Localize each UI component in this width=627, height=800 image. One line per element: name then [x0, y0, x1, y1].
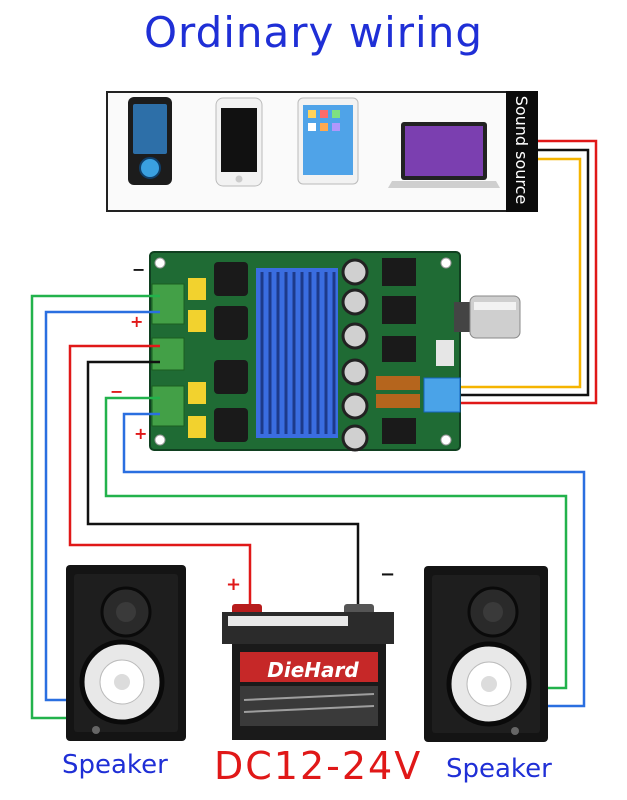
right-speaker-label: Speaker	[446, 754, 552, 784]
speaker-minus-label: −	[110, 382, 124, 401]
capacitor	[341, 392, 369, 420]
chip	[382, 336, 416, 362]
capacitor	[341, 258, 369, 286]
phone-icon	[215, 97, 263, 187]
page-title: Ordinary wiring	[144, 8, 483, 57]
power-wire-black	[86, 360, 360, 612]
capacitor	[341, 322, 369, 350]
inductor	[214, 306, 248, 340]
input-wire-red	[459, 139, 598, 405]
battery-plus-label: +	[226, 574, 242, 595]
capacitor	[341, 358, 369, 386]
capacitor	[341, 424, 369, 452]
battery-icon	[222, 604, 394, 740]
terminal-block	[151, 283, 185, 325]
input-wire-black	[459, 148, 590, 397]
input-connector	[423, 377, 461, 413]
coil	[376, 394, 420, 408]
terminal-plus-label: +	[130, 312, 144, 331]
battery-brand: DieHard	[267, 658, 359, 682]
coil	[376, 376, 420, 390]
terminal-block	[151, 337, 185, 371]
power-label: DC12-24V	[214, 744, 423, 788]
capacitor	[188, 416, 206, 438]
capacitor	[188, 310, 206, 332]
inductor	[214, 408, 248, 442]
component	[436, 340, 454, 366]
chip	[382, 418, 416, 444]
chip	[382, 296, 416, 324]
terminal-minus-label: −	[132, 260, 146, 279]
left-speaker-label: Speaker	[62, 750, 168, 780]
input-wire-yellow	[459, 157, 582, 389]
inductor	[214, 360, 248, 394]
left-speaker-icon	[66, 565, 186, 741]
capacitor	[188, 382, 206, 404]
left-speaker-wire-green	[30, 294, 160, 720]
battery-minus-label: −	[380, 564, 396, 585]
chip	[382, 258, 416, 286]
amplifier-board	[149, 251, 521, 452]
speaker-plus-label: +	[134, 424, 148, 443]
right-speaker-wire-blue	[122, 412, 586, 708]
right-speaker-wire-green	[104, 396, 568, 690]
laptop-icon	[388, 122, 500, 188]
inductor	[214, 262, 248, 296]
volume-knob-icon	[454, 295, 521, 339]
capacitor	[341, 288, 369, 316]
left-speaker-wire-blue	[44, 310, 160, 702]
terminal-block	[151, 385, 185, 427]
power-wire-red	[68, 344, 252, 612]
capacitor	[188, 278, 206, 300]
sound-source-tab	[506, 91, 538, 212]
right-speaker-icon	[424, 566, 548, 742]
heatsink	[256, 268, 338, 438]
tablet-icon	[297, 97, 359, 185]
mp3-player-icon	[128, 97, 172, 185]
